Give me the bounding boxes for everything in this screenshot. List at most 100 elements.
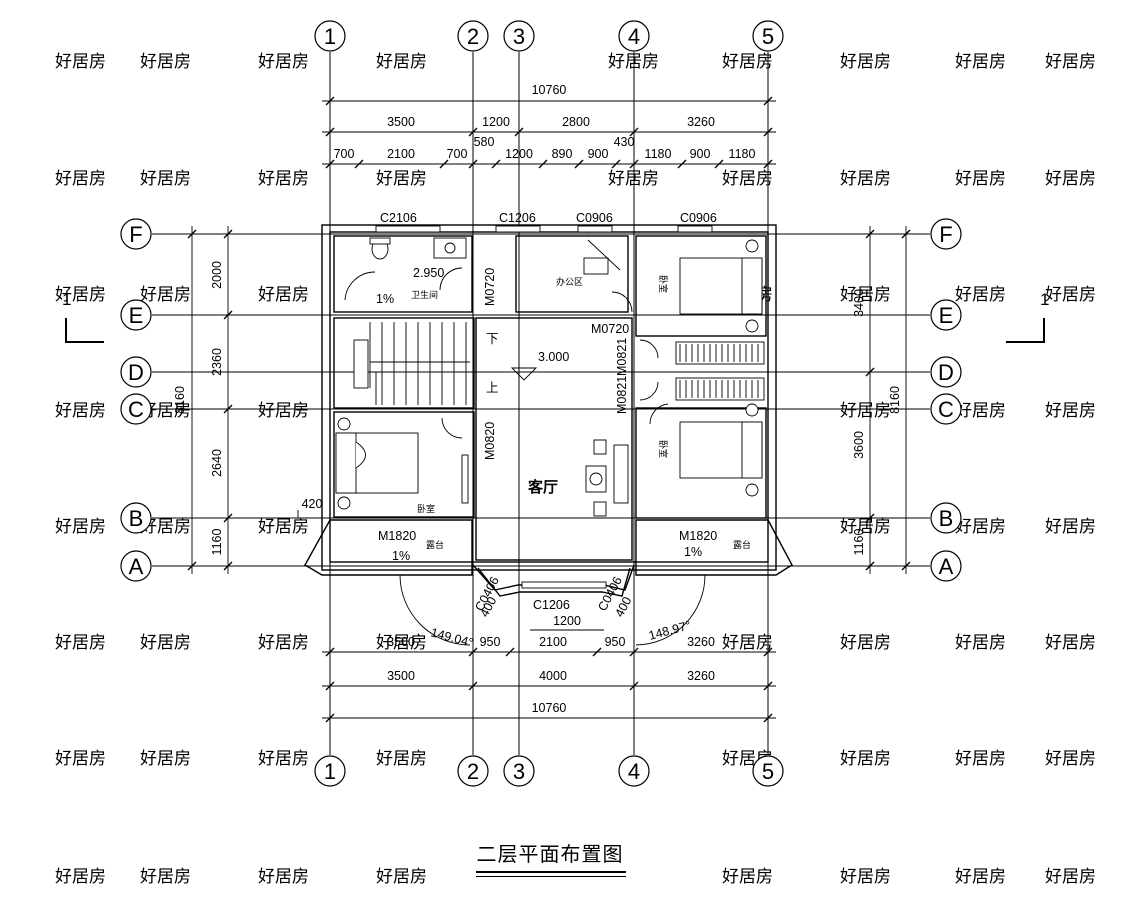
axis-bubbles [120,20,962,787]
watermark: 好居房 [840,401,891,420]
dim-text: 3500 [387,635,415,649]
watermark: 好居房 [1045,749,1096,768]
right-lower-bedroom-wall [635,407,767,519]
watermark: 好居房 [140,285,191,304]
dim-text: 10760 [532,83,567,97]
bathroom-fixtures [344,237,467,301]
watermark: 好居房 [955,401,1006,420]
dimension-ticks [187,96,911,723]
title-underline [476,876,626,877]
watermark: 好居房 [258,169,309,188]
dim-text: 1200 [482,115,510,129]
watermark: 好居房 [722,52,773,71]
watermark: 好居房 [55,285,106,304]
living-room-furniture [461,439,629,517]
section-label-right: 1 [1040,290,1049,309]
room-labels: 卫生间 办公区 卧室 卧室 卧室 露台 露台 [411,275,751,550]
watermark: 好居房 [1045,285,1096,304]
door-tag: M0821 [615,376,629,414]
watermark: 好居房 [55,169,106,188]
watermark: 好居房 [840,517,891,536]
watermark: 好居房 [258,633,309,652]
exterior-wall-outer [321,224,777,571]
dim-text: 700 [447,147,468,161]
watermark: 好居房 [55,52,106,71]
watermark: 好居房 [55,401,106,420]
watermark: 好居房 [955,169,1006,188]
axis-label: D [128,360,144,385]
dim-text: 900 [588,147,609,161]
watermark: 好居房 [722,633,773,652]
dim-text: 8160 [888,386,902,414]
door-tag: M1820 [679,529,717,543]
watermark: 好居房 [1045,517,1096,536]
right-upper-bedroom-wall [635,235,767,337]
axis-label: 5 [762,24,774,49]
watermark: 好居房 [1045,401,1096,420]
dim-text: 2000 [210,261,224,289]
room-label-bedroom: 卧室 [658,440,669,458]
window-tag: C0906 [680,211,717,225]
dim-text: 2100 [387,147,415,161]
watermark: 好居房 [140,52,191,71]
watermark: 好居房 [376,52,427,71]
door-tag: M0720 [483,268,497,306]
watermark: 好居房 [140,749,191,768]
room-label-bedroom: 卧室 [417,503,435,514]
watermark: 好居房 [840,633,891,652]
angle-text: 148.97° [647,618,692,643]
slope-text: 1% [392,549,410,563]
living-room-wall [475,317,633,561]
axis-label: 5 [762,759,774,784]
balcony-door-swing [399,574,471,646]
dim-text: 1200 [505,147,533,161]
watermark: 好居房 [376,169,427,188]
axis-label: C [128,397,144,422]
axis-label: F [129,222,142,247]
stair-wall [333,317,475,409]
watermark: 好居房 [376,749,427,768]
axis-bubble-5-bottom [752,755,784,787]
dim-text: 900 [690,147,711,161]
door-swing [441,417,463,439]
door-swing [649,403,669,425]
drawing-title: 二层平面布置图 [476,842,624,866]
exterior-wall-inner [329,231,769,563]
watermark: 好居房 [955,517,1006,536]
watermark: 好居房 [840,285,891,304]
axis-bubble-F-right [930,218,962,250]
level-text: 3.000 [538,350,569,364]
door-swings [399,267,706,646]
axis-bubble-A-left [120,550,152,582]
left-bedroom-bed [335,417,419,510]
axis-label: B [939,506,954,531]
right-upper-bed [679,239,763,333]
stair-down-label: 下 [486,332,499,346]
windows [375,225,713,589]
watermark: 好居房 [955,52,1006,71]
door-tag: M0720 [591,322,629,336]
stair-arrow [375,371,392,405]
room-label-balcony: 露台 [426,539,444,550]
dim-text: 700 [334,147,355,161]
dim-text: 950 [605,635,626,649]
axis-bubble-1-top [314,20,346,52]
dim-text: 3600 [852,431,866,459]
left-balcony-wall [304,519,473,576]
axis-bubble-4-bottom [618,755,650,787]
section-mark-left [65,318,104,343]
door-swing [611,291,633,313]
dim-text: 8160 [173,386,187,414]
axis-label: C [938,397,954,422]
watermark: 好居房 [140,169,191,188]
window-tag: C2106 [380,211,417,225]
watermark: 好居房 [840,169,891,188]
door-tag: M0820 [483,422,497,460]
dim-text: 2640 [210,449,224,477]
title-underline [476,871,626,873]
axis-bubble-F-left [120,218,152,250]
vertical-dimension-texts: 8160 2000 2360 2640 1160 3400 3600 1160 … [173,261,902,555]
balcony-door-swing [635,574,706,646]
axis-label: 3 [513,759,525,784]
axis-bubble-3-top [503,20,535,52]
